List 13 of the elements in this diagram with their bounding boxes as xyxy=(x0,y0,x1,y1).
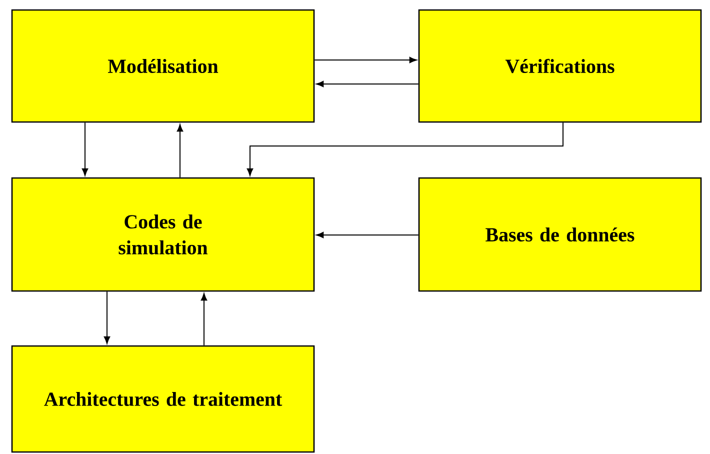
process-box: Bases de données xyxy=(418,177,702,292)
process-box: Architectures de traitement xyxy=(11,345,315,453)
arrow xyxy=(316,80,419,88)
process-box: Vérifications xyxy=(418,9,702,123)
arrow xyxy=(82,122,88,176)
arrow xyxy=(314,56,417,64)
arrow xyxy=(316,232,419,238)
arrow xyxy=(200,293,208,346)
arrow xyxy=(104,291,110,344)
process-box: Modélisation xyxy=(11,9,315,123)
arrow xyxy=(246,122,564,176)
arrow xyxy=(176,124,184,178)
process-box: Codes de simulation xyxy=(11,177,315,292)
